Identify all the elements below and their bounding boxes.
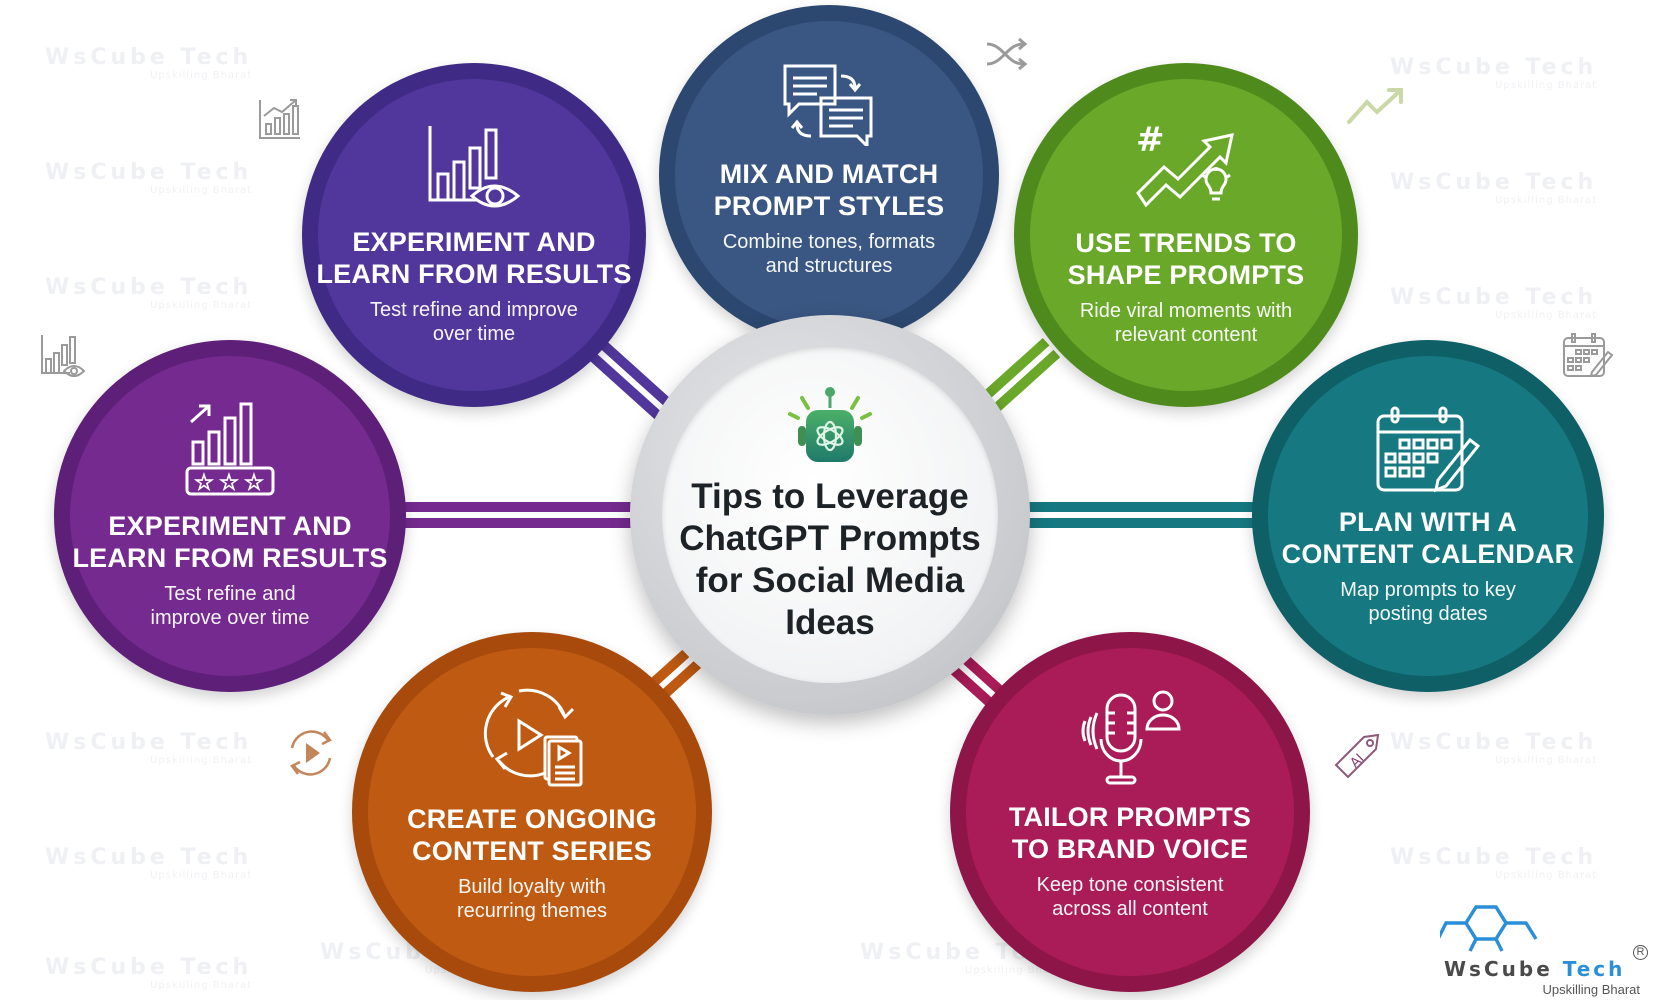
microphone-user-icon [1081,690,1181,785]
wscube-logo: WsCube Tech R Upskilling Bharat [1440,905,1650,1000]
svg-text:#: # [1136,123,1165,160]
svg-text:AI: AI [1348,751,1368,771]
logo-brand: WsCube Tech [1444,957,1626,981]
chatgpt-robot-icon [788,387,872,462]
connector-right [1000,502,1260,528]
shuffle-icon [986,38,1028,70]
ai-tag-icon: AI [1334,733,1380,779]
connector-left [400,502,660,528]
center-hub: Tips to Leverage ChatGPT Prompts for Soc… [662,347,998,683]
chat-bubbles-swap-icon [783,64,873,146]
trend-arrow-icon [1347,88,1403,124]
hexagon-logo-icon [1440,905,1538,952]
chart-growth-icon [259,99,300,139]
trend-hashtag-bulb-icon: # [1136,123,1234,208]
svg-text:★: ★ [245,470,263,494]
bar-chart-eye-icon [428,126,521,208]
svg-text:★: ★ [220,470,238,494]
registered-mark: R [1633,945,1648,960]
replay-icon [290,730,332,776]
bar-chart-stars-icon: ★ ★ ★ [185,402,275,496]
calendar-pencil-icon [1376,406,1480,493]
calendar-pencil-icon [1563,333,1614,378]
cycle-video-icon [483,688,583,787]
center-title: Tips to Leverage ChatGPT Prompts for Soc… [679,477,981,642]
bar-chart-eye-icon [41,335,86,377]
logo-tagline: Upskilling Bharat [1542,982,1640,997]
svg-text:★: ★ [195,470,213,494]
